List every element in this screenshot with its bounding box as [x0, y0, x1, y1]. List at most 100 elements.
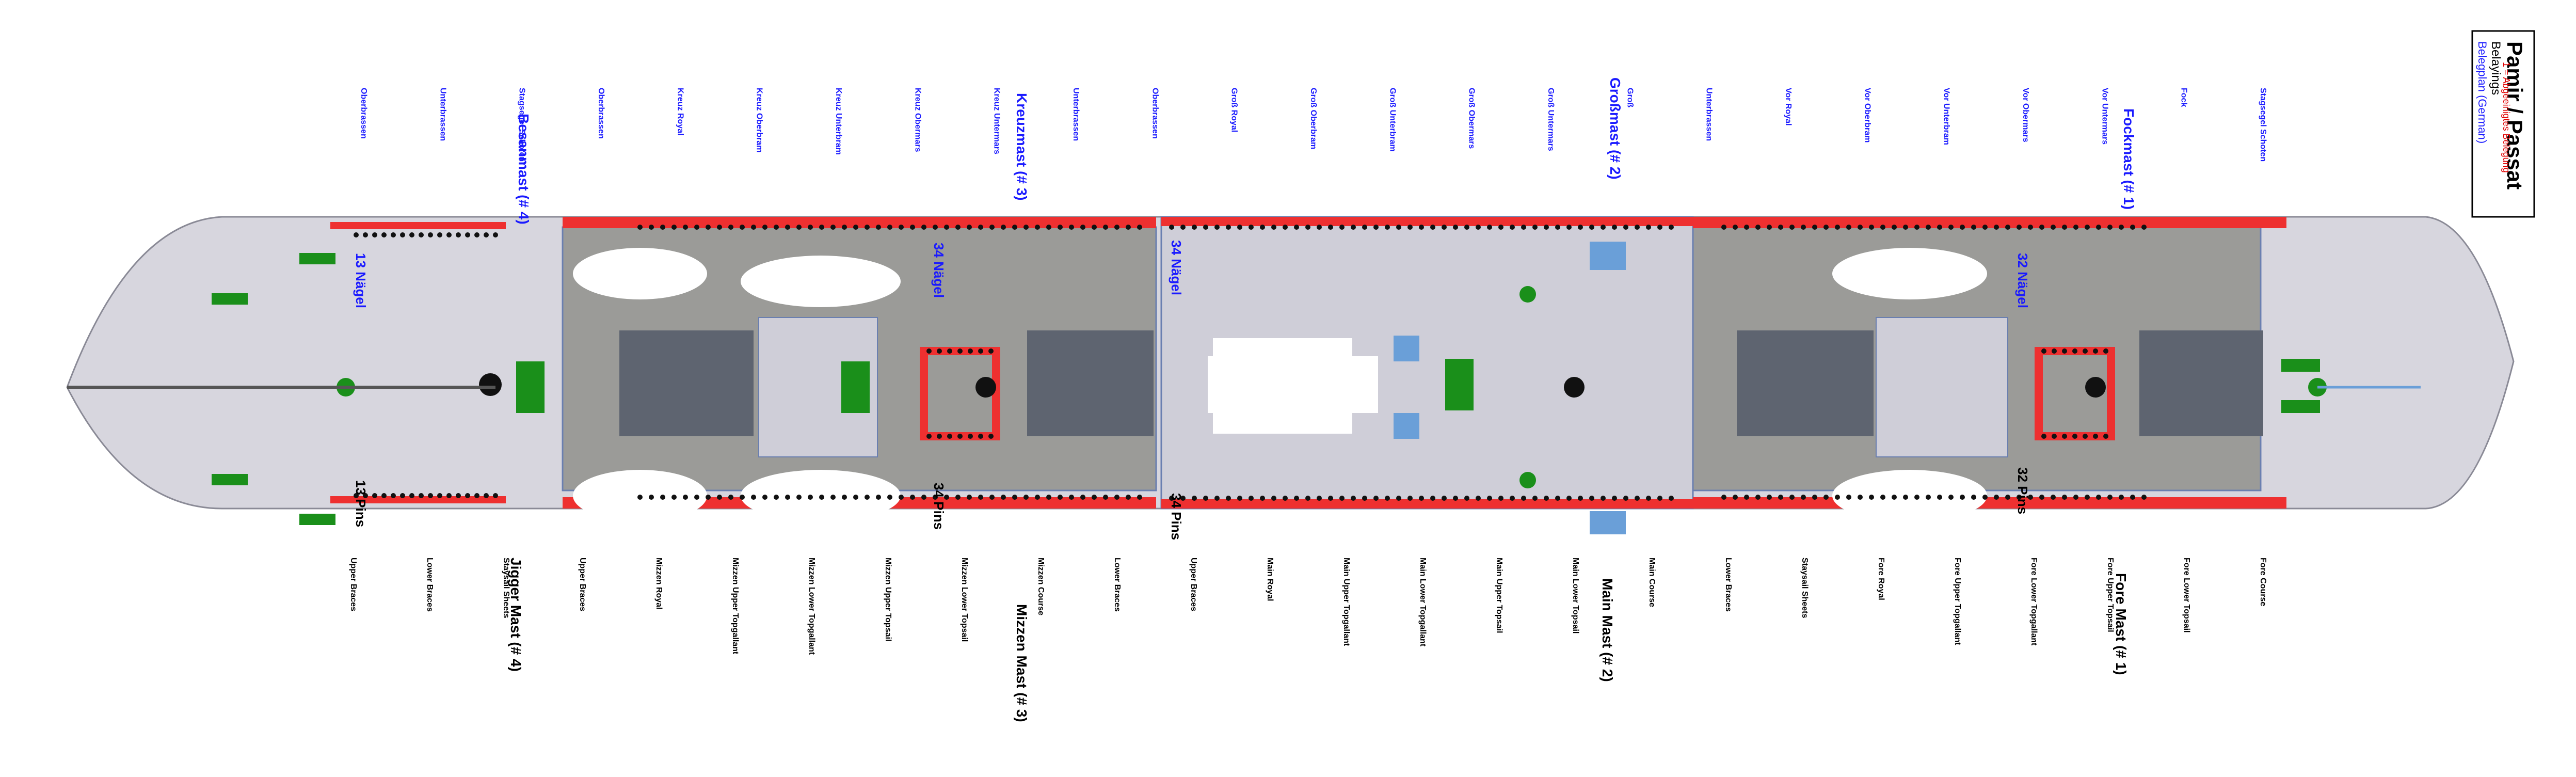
hatch-fore-1	[1737, 330, 1874, 436]
belaying-pin	[1755, 495, 1761, 500]
belaying-pin	[2083, 348, 2088, 354]
belaying-pin	[1555, 496, 1560, 501]
belaying-pin	[1203, 225, 1208, 230]
belaying-pin	[1646, 225, 1651, 230]
belaying-pin	[1948, 495, 1954, 500]
rail-top-mid	[1161, 217, 1693, 226]
belaying-pin	[2062, 348, 2067, 354]
mast-fore	[2085, 377, 2106, 398]
belaying-pin	[706, 495, 711, 500]
belaying-pin	[1407, 496, 1413, 501]
sail-label: Groß Unterbram	[1388, 88, 1397, 152]
sail-label: Vor Oberbram	[1863, 88, 1871, 142]
belaying-pin	[876, 225, 881, 230]
belaying-pin	[933, 225, 938, 230]
belaying-pin	[1260, 496, 1265, 501]
belaying-pin	[2062, 434, 2067, 439]
belaying-pin	[887, 225, 892, 230]
belaying-pin	[1046, 225, 1051, 230]
belaying-pin	[1623, 225, 1628, 230]
belaying-pin	[419, 493, 424, 498]
mast-label-fore-en: Fore Mast (# 1)	[2113, 573, 2129, 675]
belaying-pin	[978, 225, 983, 230]
belaying-pin	[1926, 495, 1931, 500]
belaying-pin	[671, 495, 677, 500]
belaying-pin	[1169, 496, 1174, 501]
sail-label: Kreuz Royal	[676, 88, 684, 135]
belaying-pin	[1126, 225, 1131, 230]
belaying-pin	[1914, 225, 1919, 230]
belaying-pin	[1442, 496, 1447, 501]
belaying-pin	[717, 225, 722, 230]
belaying-pin	[1835, 495, 1840, 500]
belaying-pin	[1767, 225, 1772, 230]
rail-poop-top	[330, 222, 506, 229]
belaying-pin	[988, 348, 994, 354]
belaying-pin	[1812, 495, 1817, 500]
belaying-pin	[926, 348, 932, 354]
belaying-pin	[1994, 495, 1999, 500]
belaying-pin	[1498, 225, 1503, 230]
belaying-pin	[1982, 495, 1988, 500]
belaying-pin	[1328, 496, 1333, 501]
sail-label: Unterbrassen	[438, 88, 447, 141]
pins-n34a: 34 Nägel	[931, 243, 947, 298]
belaying-pin	[706, 225, 711, 230]
belaying-pin	[1453, 496, 1458, 501]
mast-mizzen	[975, 377, 996, 398]
belaying-pin	[1982, 225, 1988, 230]
belaying-pin	[660, 495, 665, 500]
sail-label: Mizzen Royal	[654, 558, 663, 609]
sail-label: Main Course	[1647, 558, 1656, 607]
belaying-pin	[1487, 496, 1492, 501]
belaying-pin	[1271, 225, 1276, 230]
belaying-pin	[955, 495, 961, 500]
belaying-pin	[937, 348, 942, 354]
belaying-pin	[1623, 496, 1628, 501]
belaying-pin	[865, 495, 870, 500]
belaying-pin	[1914, 495, 1919, 500]
belaying-pin	[1869, 225, 1874, 230]
skylight-2	[1590, 511, 1626, 534]
pins-n32: 32 Nägel	[2015, 253, 2030, 308]
sail-label: Vor Royal	[1784, 88, 1793, 126]
belaying-pin	[1035, 225, 1040, 230]
belaying-pin	[1249, 225, 1254, 230]
belaying-pin	[381, 232, 387, 237]
mast-label-main-en: Main Mast (# 2)	[1599, 578, 1615, 682]
belaying-pin	[484, 493, 489, 498]
belaying-pin	[465, 232, 470, 237]
belaying-pin	[1339, 225, 1345, 230]
belaying-pin	[400, 232, 405, 237]
belaying-pin	[740, 225, 745, 230]
belaying-pin	[1510, 225, 1515, 230]
capstan-2	[1519, 286, 1536, 303]
belaying-pin	[2130, 495, 2135, 500]
belaying-pin	[637, 225, 643, 230]
belaying-pin	[428, 232, 433, 237]
belaying-pin	[1453, 225, 1458, 230]
belaying-pin	[955, 225, 961, 230]
belaying-pin	[1635, 496, 1640, 501]
boat-2	[741, 256, 901, 307]
sail-label: Vor Untermars	[2100, 88, 2109, 145]
belaying-pin	[1362, 225, 1367, 230]
belaying-pin	[1317, 496, 1322, 501]
belaying-pin	[2005, 495, 2010, 500]
belaying-pin	[2119, 225, 2124, 230]
belaying-pin	[2096, 495, 2101, 500]
belaying-pin	[1203, 496, 1208, 501]
rail-top-aft	[563, 217, 1156, 228]
sail-label: Oberbrassen	[1150, 88, 1159, 139]
belaying-pin	[474, 232, 479, 237]
belaying-pin	[1589, 225, 1594, 230]
belaying-pin	[372, 493, 377, 498]
belaying-pin	[1035, 495, 1040, 500]
sail-label: Fore Lower Topsail	[2182, 558, 2191, 633]
belaying-pin	[978, 348, 983, 354]
belaying-pin	[819, 495, 824, 500]
belaying-pin	[1126, 495, 1131, 500]
bitt-7	[299, 514, 335, 525]
belaying-pin	[381, 493, 387, 498]
belaying-pin	[1521, 496, 1526, 501]
